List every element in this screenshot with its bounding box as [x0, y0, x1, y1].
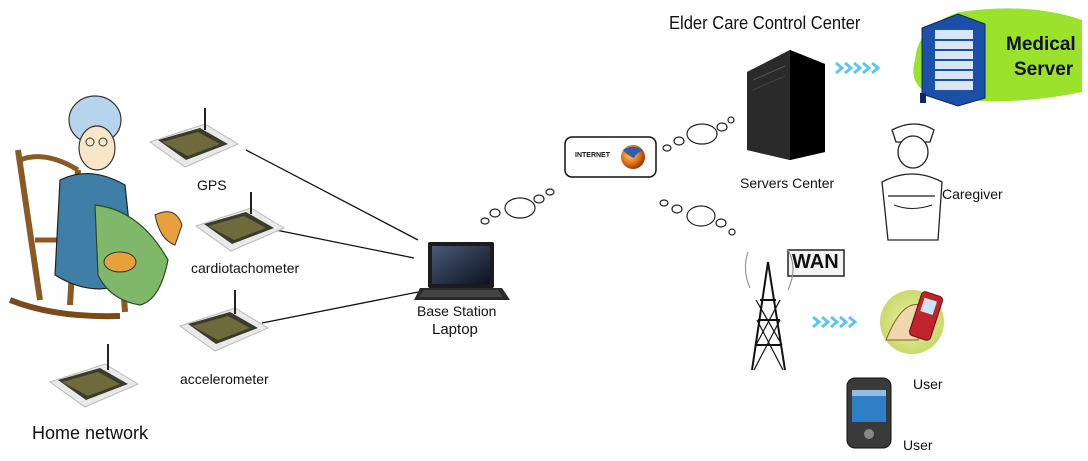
- control-center-title: Elder Care Control Center: [669, 13, 861, 33]
- mobile-phone-icon: [880, 290, 944, 354]
- connection-lines: [245, 149, 419, 324]
- sensor-cardiotachometer-icon: [194, 192, 286, 252]
- internet-browser-icon: [564, 136, 657, 178]
- internet-label: INTERNET: [575, 152, 610, 159]
- gps-label: GPS: [197, 177, 227, 193]
- user-phone-label: User: [913, 376, 943, 392]
- nurse-caregiver-icon: [881, 123, 943, 241]
- bubbles-internet-servers: [662, 116, 735, 152]
- wan-label: WAN: [792, 251, 839, 273]
- bubbles-laptop-internet: [480, 188, 555, 225]
- home-network-label: Home network: [32, 423, 149, 443]
- sensor-extra-icon: [48, 344, 140, 408]
- arrows-servers-to-medical: [834, 61, 880, 75]
- accelerometer-label: accelerometer: [180, 371, 269, 387]
- server-tower-icon: [747, 50, 825, 160]
- link-accel-laptop: [261, 291, 419, 324]
- sensor-gps-icon: [148, 108, 240, 168]
- arrows-wan-to-phone: [811, 315, 857, 329]
- elderly-woman-rocking-chair-icon: [8, 95, 183, 320]
- link-cardio-laptop: [265, 227, 415, 259]
- sensor-accelerometer-icon: [178, 290, 270, 352]
- servers-center-label: Servers Center: [740, 175, 835, 191]
- wireless-bubbles: [480, 116, 736, 236]
- medical-server-label-line1: Medical: [1006, 34, 1076, 55]
- user-pda-label: User: [903, 437, 933, 453]
- wan-antenna-tower-icon: [744, 249, 845, 371]
- base-station-label-line1: Base Station: [417, 303, 497, 319]
- cardiotachometer-label: cardiotachometer: [191, 260, 300, 276]
- laptop-icon: [414, 242, 510, 300]
- link-gps-laptop: [245, 149, 419, 241]
- pda-device-icon: [846, 377, 892, 449]
- base-station-label-line2: Laptop: [432, 321, 478, 338]
- bubbles-internet-wan: [659, 199, 736, 236]
- medical-server-icon: [913, 8, 1082, 107]
- medical-server-label-line2: Server: [1014, 59, 1074, 80]
- caregiver-label: Caregiver: [942, 186, 1003, 202]
